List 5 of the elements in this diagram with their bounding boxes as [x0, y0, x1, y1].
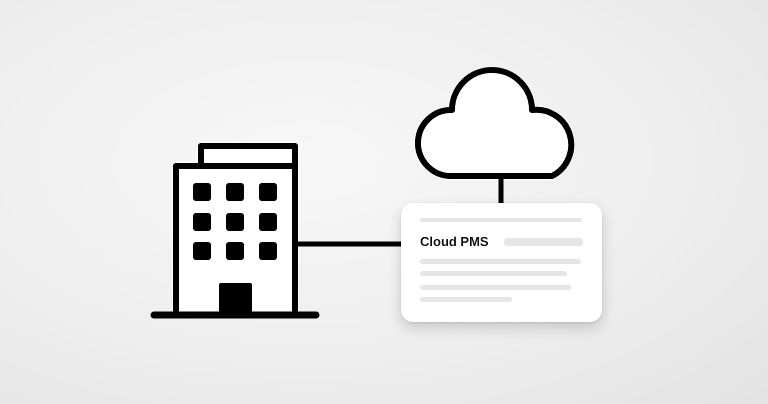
building-icon	[150, 140, 320, 320]
info-card	[401, 203, 602, 322]
connector-line	[498, 179, 504, 203]
connector-line	[298, 242, 401, 246]
card-title: Cloud PMS	[420, 234, 489, 250]
